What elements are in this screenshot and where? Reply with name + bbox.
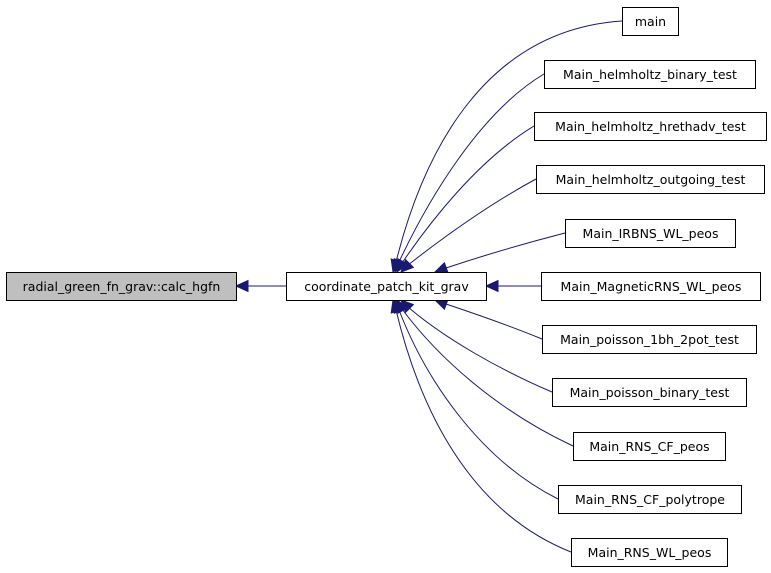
edge-c10-to-cpk (390, 298, 572, 553)
node-c8[interactable]: Main_RNS_CF_peos (573, 432, 726, 461)
arrowhead-icon (390, 298, 403, 314)
arrowhead-icon (400, 258, 415, 273)
edge-c2-to-cpk (396, 125, 535, 274)
node-box (558, 485, 742, 514)
edge-c7-to-cpk (400, 299, 553, 393)
arrowhead-icon (234, 279, 249, 293)
node-label: Main_RNS_WL_peos (588, 545, 712, 560)
edge-c6-to-cpk (433, 298, 543, 340)
edge-line (445, 232, 566, 269)
edge-line (407, 178, 537, 266)
node-label: Main_RNS_CF_polytrope (575, 492, 725, 507)
node-label: Main_poisson_binary_test (570, 385, 730, 400)
edge-line (445, 303, 543, 340)
node-box (573, 432, 726, 461)
edge-line (398, 309, 559, 500)
node-box (6, 272, 237, 301)
edge-c8-to-cpk (396, 298, 574, 447)
node-box (622, 7, 679, 36)
node-c1[interactable]: Main_helmholtz_binary_test (544, 60, 756, 89)
node-c10[interactable]: Main_RNS_WL_peos (571, 538, 728, 567)
node-label: Main_poisson_1bh_2pot_test (560, 332, 739, 347)
arrowhead-icon (484, 279, 499, 293)
nodes-layer: radial_green_fn_grav::calc_hgfn coordinat… (6, 7, 767, 567)
node-label: main (635, 14, 666, 29)
edge-line (401, 308, 574, 447)
node-label: Main_IRBNS_WL_peos (583, 226, 719, 241)
edge-line (401, 125, 535, 264)
node-cpk[interactable]: coordinate_patch_kit_grav (286, 272, 487, 301)
node-box (536, 165, 765, 194)
node-label: Main_RNS_CF_peos (589, 439, 709, 454)
node-label: coordinate_patch_kit_grav (304, 279, 469, 294)
node-box (565, 219, 736, 248)
node-c3[interactable]: Main_helmholtz_outgoing_test (536, 165, 765, 194)
edge-line (395, 309, 572, 553)
node-c6[interactable]: Main_poisson_1bh_2pot_test (542, 325, 757, 354)
arrowhead-icon (433, 261, 449, 274)
edge-c3-to-cpk (400, 178, 537, 273)
node-c4[interactable]: Main_IRBNS_WL_peos (565, 219, 736, 248)
node-c7[interactable]: Main_poisson_binary_test (552, 378, 747, 407)
node-box (286, 272, 487, 301)
node-calc[interactable]: radial_green_fn_grav::calc_hgfn (6, 272, 237, 301)
edge-line (395, 20, 623, 263)
edge-line (407, 306, 553, 393)
node-label: Main_helmholtz_hrethadv_test (555, 119, 746, 134)
edges-layer (234, 20, 623, 553)
node-box (544, 60, 756, 89)
node-label: Main_helmholtz_binary_test (563, 67, 737, 82)
node-box (542, 325, 757, 354)
node-box (534, 112, 767, 141)
edge-cpk-to-calc (234, 279, 286, 293)
node-box (541, 272, 761, 301)
node-box (552, 378, 747, 407)
edge-line (398, 73, 545, 263)
node-c5[interactable]: Main_MagneticRNS_WL_peos (541, 272, 761, 301)
node-box (571, 538, 728, 567)
node-c0[interactable]: main (622, 7, 679, 36)
edge-c5-to-cpk (484, 279, 541, 293)
node-c9[interactable]: Main_RNS_CF_polytrope (558, 485, 742, 514)
node-label: radial_green_fn_grav::calc_hgfn (23, 279, 221, 294)
node-label: Main_MagneticRNS_WL_peos (561, 279, 742, 294)
edge-c4-to-cpk (433, 232, 566, 274)
node-c2[interactable]: Main_helmholtz_hrethadv_test (534, 112, 767, 141)
node-label: Main_helmholtz_outgoing_test (556, 172, 746, 187)
